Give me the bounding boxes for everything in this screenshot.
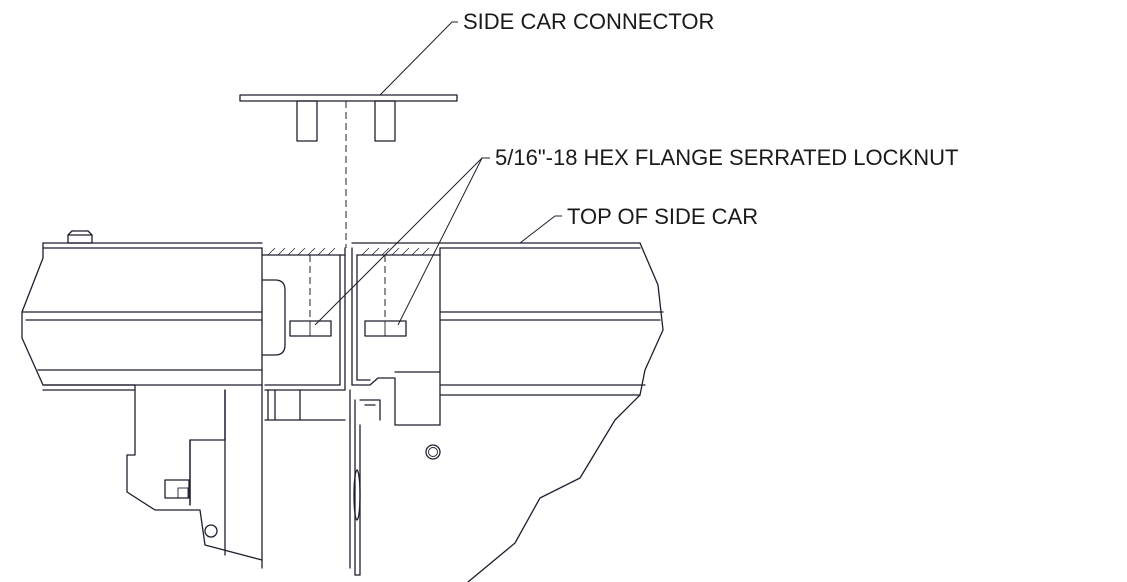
- locknut-label: 5/16"-18 HEX FLANGE SERRATED LOCKNUT: [495, 145, 959, 170]
- leader-lines: [314, 21, 562, 326]
- right-housing: [351, 242, 664, 582]
- left-housing: [21, 230, 263, 569]
- left-channel: [261, 247, 356, 576]
- side-car-connector-label: SIDE CAR CONNECTOR: [463, 9, 715, 34]
- top-of-side-car-label: TOP OF SIDE CAR: [567, 204, 759, 229]
- side-car-connector-part: [239, 94, 458, 248]
- right-channel: [351, 247, 441, 426]
- center-slot: [353, 469, 361, 521]
